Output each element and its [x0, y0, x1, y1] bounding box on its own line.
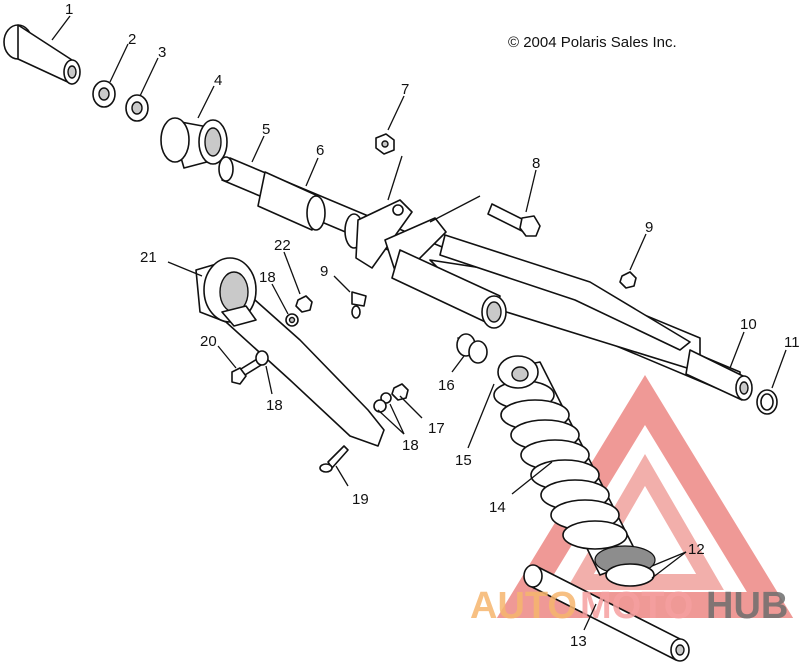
part-8-bolt [487, 203, 541, 237]
part-1-pivot-bolt [3, 24, 81, 85]
part-18-washers-right [373, 392, 392, 413]
part-9-grease-fitting-upper [619, 271, 637, 289]
part-19-bolt [319, 445, 349, 473]
part-3-washer [125, 94, 149, 122]
callout-22: 22 [274, 237, 291, 254]
part-5-6-10-rear-arm [218, 156, 753, 401]
callout-9-lower: 9 [320, 263, 328, 280]
callout-14: 14 [489, 499, 506, 516]
part-22-nut [295, 295, 313, 313]
callout-18-upper: 18 [259, 269, 276, 286]
copyright-text: © 2004 Polaris Sales Inc. [508, 34, 677, 51]
callout-17: 17 [428, 420, 445, 437]
callout-8: 8 [532, 155, 540, 172]
part-11-snap-ring [756, 389, 778, 415]
callout-6: 6 [316, 142, 324, 159]
callout-12: 12 [688, 541, 705, 558]
part-14-15-shock-absorber [493, 355, 656, 587]
watermark-hub: HUB [706, 585, 788, 627]
part-17-nut [391, 383, 409, 401]
callout-2: 2 [128, 31, 136, 48]
shock-spring [493, 380, 628, 550]
part-16-spacer [456, 333, 488, 364]
watermark-moto: MOTO [580, 585, 693, 627]
watermark-text: AUTO MOTO HUB [470, 585, 788, 627]
callout-labels: 1 2 3 4 5 6 7 8 9 10 11 21 22 18 9 20 18… [65, 1, 800, 650]
callout-5: 5 [262, 121, 270, 138]
callout-1: 1 [65, 1, 73, 18]
callout-21: 21 [140, 249, 157, 266]
watermark-auto: AUTO [470, 585, 577, 627]
callout-7: 7 [401, 81, 409, 98]
part-18-washer-left [255, 350, 269, 366]
callout-20: 20 [200, 333, 217, 350]
callout-11: 11 [784, 334, 800, 351]
callout-3: 3 [158, 44, 166, 61]
callout-10: 10 [740, 316, 757, 333]
part-13-lower-pin [523, 564, 690, 662]
callout-15: 15 [455, 452, 472, 469]
part-2-washer [92, 80, 116, 108]
part-7-nut [375, 133, 395, 155]
part-18-washer-upper [285, 313, 299, 327]
callout-4: 4 [214, 72, 222, 89]
callout-18-left: 18 [266, 397, 283, 414]
callout-19: 19 [352, 491, 369, 508]
part-4-bushing [160, 117, 228, 169]
leader-lines [51, 15, 787, 631]
callout-13: 13 [570, 633, 587, 650]
callout-9-upper: 9 [645, 219, 653, 236]
part-21-link-arm [195, 257, 385, 447]
callout-18-right: 18 [402, 437, 419, 454]
part-9-grease-fitting-lower [351, 291, 367, 319]
callout-16: 16 [438, 377, 455, 394]
